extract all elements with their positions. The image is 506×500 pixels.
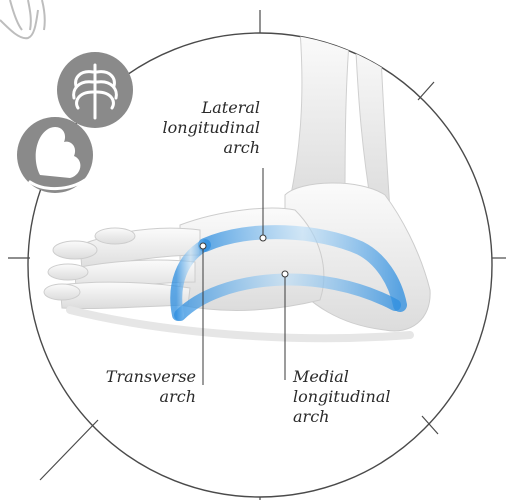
medial-arch-label-line3: arch bbox=[293, 407, 413, 427]
transverse-arch-label-line1: Transverse bbox=[96, 367, 196, 387]
transverse-arch-label-line2: arch bbox=[96, 387, 196, 407]
medial-dot bbox=[282, 271, 288, 277]
lateral-arch-label: Lateral longitudinal arch bbox=[145, 98, 260, 158]
tick-bottom-right bbox=[422, 416, 438, 434]
transverse-arch-label: Transverse arch bbox=[96, 367, 196, 407]
ribcage-icon bbox=[57, 52, 133, 128]
lateral-arch-label-line2: longitudinal bbox=[145, 118, 260, 138]
tick-bottom-left bbox=[40, 420, 98, 480]
medial-arch-label-line1: Medial bbox=[293, 367, 413, 387]
flexed-arm-icon bbox=[17, 117, 93, 193]
fibula-bone bbox=[355, 30, 390, 210]
toe-4 bbox=[95, 228, 135, 244]
lateral-dot bbox=[260, 235, 266, 241]
toe-2 bbox=[48, 264, 88, 280]
tibia-bone bbox=[290, 30, 350, 205]
toe-3 bbox=[44, 284, 80, 300]
transverse-dot bbox=[200, 243, 206, 249]
toe-1 bbox=[53, 241, 97, 259]
medial-arch-label: Medial longitudinal arch bbox=[293, 367, 413, 427]
lateral-arch-label-line3: arch bbox=[145, 138, 260, 158]
medial-arch-label-line2: longitudinal bbox=[293, 387, 413, 407]
lateral-arch-label-line1: Lateral bbox=[145, 98, 260, 118]
hand-icon bbox=[0, 0, 45, 38]
